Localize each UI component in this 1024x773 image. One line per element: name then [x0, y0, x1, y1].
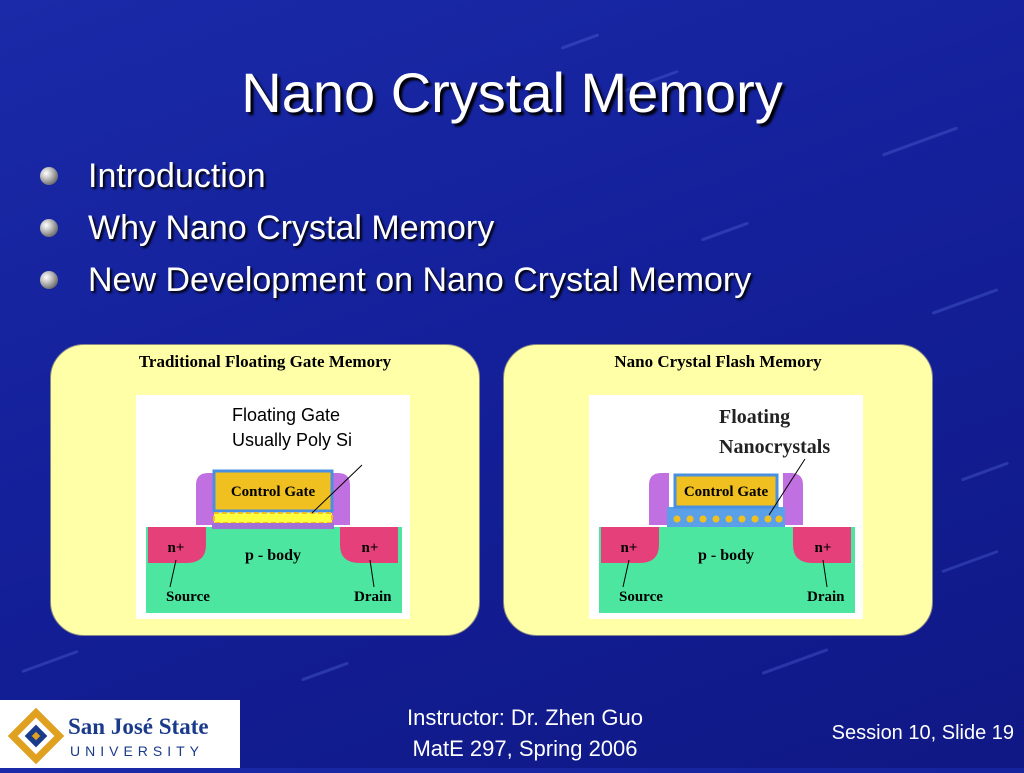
callout-line: Usually Poly Si	[232, 430, 353, 450]
left-spacer	[196, 473, 216, 525]
floating-callout-line2: Nanocrystals	[719, 436, 830, 458]
bullet-item: Why Nano Crystal Memory	[40, 202, 751, 254]
course-text: MatE 297, Spring 2006	[412, 736, 638, 761]
bullet-list: Introduction Why Nano Crystal Memory New…	[40, 150, 751, 306]
nanocrystal-memory-panel: Nano Crystal Flash Memory Floating Nanoc…	[503, 344, 933, 636]
drain-pointer	[822, 559, 828, 588]
footer-instructor: Instructor: Dr. Zhen Guo MatE 297, Sprin…	[340, 702, 710, 764]
drain-n-region	[793, 527, 851, 563]
right-spacer	[783, 473, 803, 525]
drain-label: Drain	[807, 589, 845, 605]
bullet-icon	[40, 271, 58, 289]
floating-callout-line1: Floating	[719, 406, 790, 428]
panel-title: Traditional Floating Gate Memory	[138, 352, 392, 371]
bullet-icon	[40, 167, 58, 185]
university-logo: San José State UNIVERSITY	[0, 700, 240, 768]
callout-pointer	[311, 464, 363, 514]
p-body-label: p - body	[698, 547, 754, 564]
source-n-label: n+	[621, 540, 638, 556]
right-spacer	[330, 473, 350, 525]
floating-gate-diagram: Control Gate p - body n+ n+ Source Drain…	[136, 395, 410, 619]
bullet-text: Introduction	[88, 156, 266, 195]
source-n-label: n+	[168, 540, 185, 556]
instructor-text: Instructor: Dr. Zhen Guo	[407, 705, 643, 730]
floating-gate-layer	[213, 512, 333, 524]
callout-line: Floating Gate	[232, 405, 341, 425]
left-spacer	[649, 473, 669, 525]
floating-gate-callout: Floating Gate Usually Poly Si	[232, 403, 402, 453]
control-gate	[212, 469, 334, 513]
callout-pointer	[768, 458, 806, 516]
control-gate	[673, 473, 779, 509]
source-pointer	[169, 559, 177, 588]
bullet-text: Why Nano Crystal Memory	[88, 208, 495, 247]
nanocrystal-diagram: Floating Nanocrystals C	[589, 395, 863, 619]
slide-number: Session 10, Slide 19	[831, 722, 1014, 744]
source-n-region	[148, 527, 206, 563]
panel-title: Nano Crystal Flash Memory	[614, 352, 822, 371]
drain-label: Drain	[354, 589, 392, 605]
bullet-text: New Development on Nano Crystal Memory	[88, 260, 752, 299]
source-n-region	[601, 527, 659, 563]
slide-title: Nano Crystal Memory	[241, 61, 783, 124]
nanocrystal-dots	[673, 515, 783, 523]
gate-oxide	[212, 523, 334, 529]
source-label: Source	[166, 589, 210, 605]
drain-n-label: n+	[815, 540, 832, 556]
logo-emblem-icon	[7, 707, 65, 765]
bullet-item: New Development on Nano Crystal Memory	[40, 254, 751, 306]
source-pointer	[622, 559, 630, 588]
drain-n-region	[340, 527, 398, 563]
drain-pointer	[369, 559, 375, 588]
bullet-item: Introduction	[40, 150, 751, 202]
p-body-label: p - body	[245, 547, 301, 564]
logo-name: San José State	[68, 714, 209, 739]
traditional-memory-panel: Traditional Floating Gate Memory Control…	[50, 344, 480, 636]
drain-n-label: n+	[362, 540, 379, 556]
control-gate-label: Control Gate	[684, 484, 769, 500]
logo-subtitle: UNIVERSITY	[70, 743, 204, 759]
source-label: Source	[619, 589, 663, 605]
bullet-icon	[40, 219, 58, 237]
control-gate-label: Control Gate	[231, 484, 316, 500]
